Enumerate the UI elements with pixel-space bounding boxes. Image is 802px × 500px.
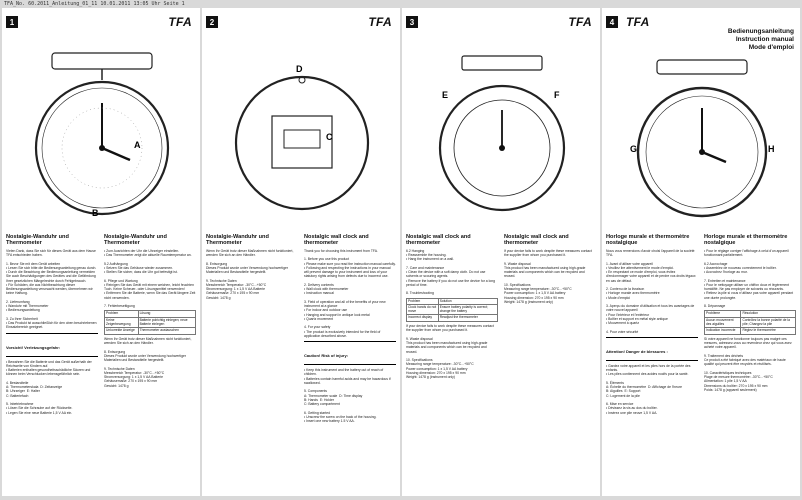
section-body: • Zum Ausrichten der Uhr die Uhrzeiger e…	[104, 248, 196, 309]
table-header: Problem	[104, 310, 139, 318]
cover-clock-illustration: G H	[630, 59, 775, 218]
page-number: 2	[206, 16, 218, 28]
column-en-2: Nostalgic wall clock and thermometer 6.2…	[406, 234, 498, 496]
section-title: Nostalgie-Wanduhr und Thermometer	[206, 234, 269, 247]
section-body-cont: If your device fails to work despite the…	[406, 324, 494, 380]
cover-title: Bedienungsanleitung Instruction manual M…	[728, 28, 794, 51]
cover-title-line: Instruction manual	[735, 35, 794, 43]
file-info-line: TFA_No. 60.2011_Anleitung_01_11 10.01.20…	[4, 1, 185, 7]
page-number: 1	[6, 16, 18, 28]
warning-title: Attention! Danger de blessures :	[606, 348, 668, 354]
brand-logo: TFA	[168, 15, 192, 29]
warning-title: Vorsicht! Verletzungsgefahr:	[6, 344, 61, 350]
sheet-4: 4 TFA Bedienungsanleitung Instruction ma…	[602, 8, 800, 496]
table-cell: Indication incorrecte	[704, 327, 742, 335]
table-cell: Contrôlez la bonne polarité de la pile; …	[740, 316, 796, 329]
table-cell: Unkorrekte Anzeige	[104, 327, 139, 335]
clock-front-illustration: A B	[34, 52, 170, 218]
table-header: Lösung	[137, 310, 196, 318]
table-header: Problem	[406, 297, 439, 306]
section-title: Horloge murale et thermomètre nostalgiqu…	[704, 234, 788, 247]
table-cell: Keine Zeigerbewegung	[104, 316, 139, 329]
section-body: Thank you for choosing this instrument f…	[304, 248, 396, 338]
page-number: 3	[406, 16, 418, 28]
section-body: 6.2 Hanging • Reassemble the housing. • …	[406, 248, 496, 296]
table-cell: Aucun mouvement des aiguilles	[704, 316, 742, 329]
warning-box: Caution! Risk of injury:	[304, 341, 396, 366]
table-cell: Thermometer austauschen	[137, 327, 196, 335]
section-body: Nous vous remercions d'avoir choisi l'ap…	[606, 248, 696, 334]
column-de-1: Nostalgie-Wanduhr und Thermometer Vielen…	[6, 234, 98, 496]
label-e: E	[442, 90, 448, 100]
label-c: C	[326, 132, 333, 142]
table-cell: Batterie polrichtig einlegen; neue Batte…	[137, 316, 196, 329]
label-g: G	[630, 144, 637, 154]
section-body-cont: • Gardez votre appareil et les piles hor…	[606, 363, 691, 415]
section-body: Vielen Dank, dass Sie sich für dieses Ge…	[6, 248, 97, 330]
label-f: F	[554, 90, 560, 100]
page-number: 4	[606, 16, 618, 28]
table-cell: Readjust the thermometer	[437, 314, 498, 323]
section-body-cont: • Bewahren Sie die Batterie und das Gerä…	[6, 359, 92, 415]
cover-title-line: Mode d'emploi	[748, 43, 794, 51]
table-header: Problème	[704, 310, 742, 318]
column-en-1: Nostalgic wall clock and thermometer Tha…	[304, 234, 396, 496]
brand-logo: TFA	[626, 15, 650, 29]
cover-title-line: Bedienungsanleitung	[727, 28, 794, 35]
column-de-2: Nostalgie-Wanduhr und Thermometer • Zum …	[104, 234, 196, 496]
section-body-cont: Si votre appareil ne fonctionne toujours…	[704, 336, 792, 392]
section-title: Nostalgie-Wanduhr und Thermometer	[104, 234, 167, 247]
section-title: Nostalgic wall clock and thermometer	[504, 234, 569, 247]
label-a: A	[134, 140, 141, 150]
clock-back-illustration: C D	[234, 64, 370, 211]
section-title: Nostalgic wall clock and thermometer	[406, 234, 471, 247]
label-b: B	[92, 208, 99, 218]
column-en-3: Nostalgic wall clock and thermometer If …	[504, 234, 596, 496]
table-cell: Clock hands do not move	[406, 304, 439, 316]
section-title: Nostalgic wall clock and thermometer	[304, 234, 369, 247]
section-body-cont: Wenn Ihr Gerät trotz dieser Maßnahmen ni…	[104, 336, 192, 388]
table-cell: Réglez le thermomètre	[740, 327, 796, 335]
clock-mount-illustration: E F	[438, 55, 566, 212]
brand-logo: TFA	[368, 15, 392, 29]
label-h: H	[768, 144, 775, 154]
label-d: D	[296, 64, 303, 74]
section-body: If your device fails to work despite the…	[504, 248, 592, 304]
sheet-1: 1 TFA A B Nostalgie-Wanduhr und Thermome…	[2, 8, 200, 496]
section-title: Nostalgie-Wanduhr und Thermometer	[6, 234, 69, 247]
sheet-3: 3 TFA E F Nostalgic wall clock and therm…	[402, 8, 600, 496]
table-header: Solution	[437, 297, 498, 306]
column-fr-2: Horloge murale et thermomètre nostalgiqu…	[704, 234, 796, 496]
section-title: Horloge murale et thermomètre nostalgiqu…	[606, 234, 690, 247]
warning-box: Vorsicht! Verletzungsgefahr:	[6, 332, 98, 357]
section-body: • Pour le réglage corriger l'affichage à…	[704, 248, 794, 309]
table-cell: Incorrect display	[406, 314, 439, 323]
column-fr-1: Horloge murale et thermomètre nostalgiqu…	[606, 234, 698, 496]
column-de-3: Nostalgie-Wanduhr und Thermometer Wenn I…	[206, 234, 298, 496]
section-body-cont: • Keep this instrument and the battery o…	[304, 368, 391, 424]
table-header: Résolution	[740, 310, 796, 318]
sheet-2: 2 TFA C D Nostalgie-Wanduhr und Thermome…	[202, 8, 400, 496]
warning-box: Attention! Danger de blessures :	[606, 336, 698, 361]
table-cell: Ensure battery polarity is correct; chan…	[437, 304, 498, 316]
warning-title: Caution! Risk of injury:	[304, 353, 348, 359]
brand-logo: TFA	[568, 15, 592, 29]
section-body: Wenn Ihr Gerät trotz dieser Maßnahmen ni…	[206, 248, 294, 300]
